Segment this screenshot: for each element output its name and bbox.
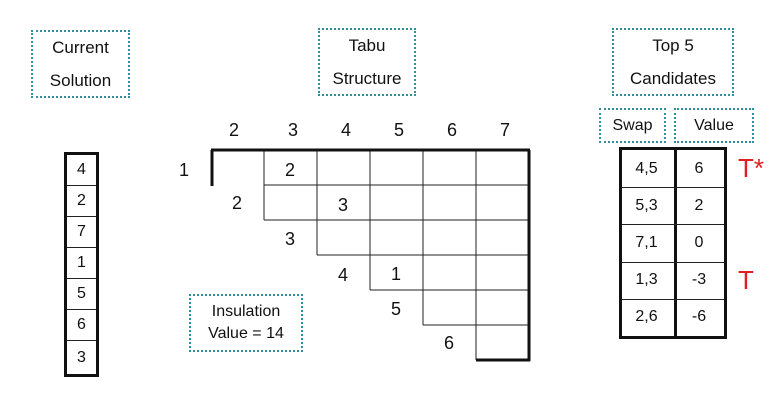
- tabu-row-header: 6: [443, 333, 454, 353]
- tabu-cell-value: 2: [284, 160, 295, 180]
- candidate-swap: 4,5: [635, 159, 658, 177]
- candidate-swap: 2,6: [635, 308, 658, 326]
- current-solution-title-line-1: Current: [52, 38, 109, 57]
- solution-value: 6: [77, 316, 86, 333]
- solution-value: 3: [77, 348, 86, 366]
- tabu-row-header: 3: [284, 229, 295, 249]
- top-candidates-label: Top 5 Candidates: [612, 28, 734, 96]
- insulation-line-1: Insulation: [211, 303, 281, 320]
- candidates-divider: [674, 150, 677, 336]
- value-header: Value: [674, 108, 754, 143]
- candidate-row-divider: [622, 187, 724, 189]
- tabu-structure-title-line-1: Tabu: [348, 36, 386, 55]
- tabu-cell-value: 1: [390, 264, 401, 284]
- candidate-value: 0: [694, 233, 704, 251]
- solution-cell: 3: [67, 341, 96, 374]
- tabu-col-header: 7: [499, 120, 510, 140]
- candidate-swap: 1,3: [635, 271, 658, 289]
- tabu-row-header: 4: [337, 265, 348, 285]
- solution-cell: 4: [67, 155, 96, 186]
- tabu-mark: T: [738, 264, 754, 295]
- candidate-value: -6: [691, 308, 707, 326]
- tabu-col-header: 4: [340, 120, 351, 140]
- solution-cell: 2: [67, 186, 96, 217]
- solution-value: 7: [77, 223, 86, 240]
- tabu-row-header: 2: [231, 193, 242, 213]
- insulation-value-box: Insulation Value = 14: [189, 294, 303, 352]
- swap-header-label: Swap: [612, 117, 653, 134]
- tabu-row-header: 1: [178, 160, 189, 180]
- candidate-row-divider: [622, 224, 724, 226]
- candidate-swap: 5,3: [635, 196, 658, 214]
- candidates-table: [619, 147, 727, 339]
- tabu-row-header: 5: [390, 299, 401, 319]
- tabu-col-header: 5: [393, 120, 404, 140]
- value-header-label: Value: [694, 117, 734, 134]
- tabu-col-header: 2: [228, 120, 239, 140]
- tabu-structure-title-line-2: Structure: [332, 69, 402, 88]
- solution-value: 1: [77, 254, 86, 271]
- solution-value: 5: [77, 285, 86, 302]
- candidate-row-divider: [622, 261, 724, 263]
- current-solution-label: Current Solution: [31, 30, 130, 98]
- current-solution-title-line-2: Solution: [49, 71, 112, 90]
- candidate-swap: 7,1: [635, 233, 658, 251]
- swap-header: Swap: [599, 108, 666, 143]
- tabu-mark: T*: [738, 153, 764, 183]
- top-candidates-title-line-1: Top 5: [652, 36, 694, 55]
- solution-value: 4: [77, 161, 86, 178]
- solution-cell: 6: [67, 310, 96, 341]
- insulation-line-2: Value = 14: [208, 325, 284, 342]
- solution-cell: 7: [67, 217, 96, 248]
- tabu-col-header: 3: [287, 120, 298, 140]
- tabu-structure-label: Tabu Structure: [318, 28, 416, 96]
- candidate-value: 2: [694, 196, 704, 214]
- tabu-col-header: 6: [446, 120, 457, 140]
- solution-cell: 1: [67, 248, 96, 279]
- candidate-value: -3: [691, 271, 707, 289]
- candidate-row-divider: [622, 298, 724, 300]
- tabu-cell-value: 3: [337, 195, 348, 215]
- solution-value: 2: [77, 192, 86, 209]
- candidate-value: 6: [694, 159, 704, 177]
- solution-cell: 5: [67, 279, 96, 310]
- top-candidates-title-line-2: Candidates: [629, 69, 716, 88]
- current-solution-column: 4 2 7 1 5 6 3: [64, 152, 99, 377]
